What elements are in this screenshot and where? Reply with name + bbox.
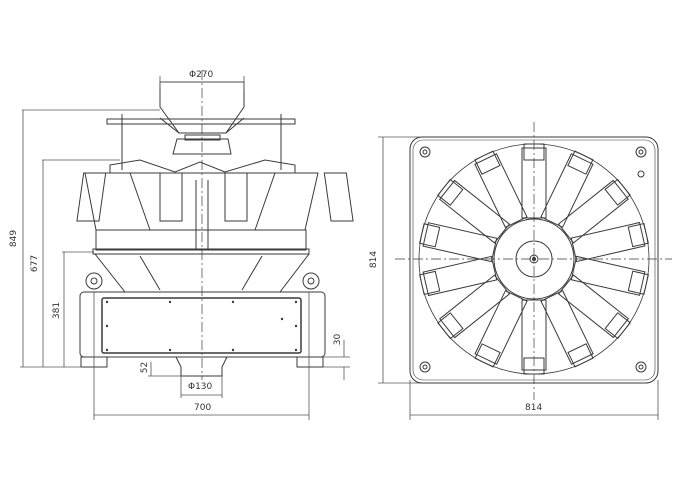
dim-bucket-height: 677 (30, 254, 41, 273)
dim-top-hopper-diameter: Φ270 (189, 70, 214, 80)
dim-outlet-height: 52 (140, 361, 151, 374)
dim-outlet-diameter: Φ130 (188, 382, 213, 392)
dim-top-depth: 814 (369, 250, 380, 269)
dim-foot-height: 30 (333, 333, 344, 346)
dim-top-width: 814 (525, 403, 543, 413)
dim-frame-width: 700 (194, 403, 212, 413)
dim-total-height: 849 (9, 229, 20, 248)
dim-frame-height: 381 (52, 301, 63, 320)
